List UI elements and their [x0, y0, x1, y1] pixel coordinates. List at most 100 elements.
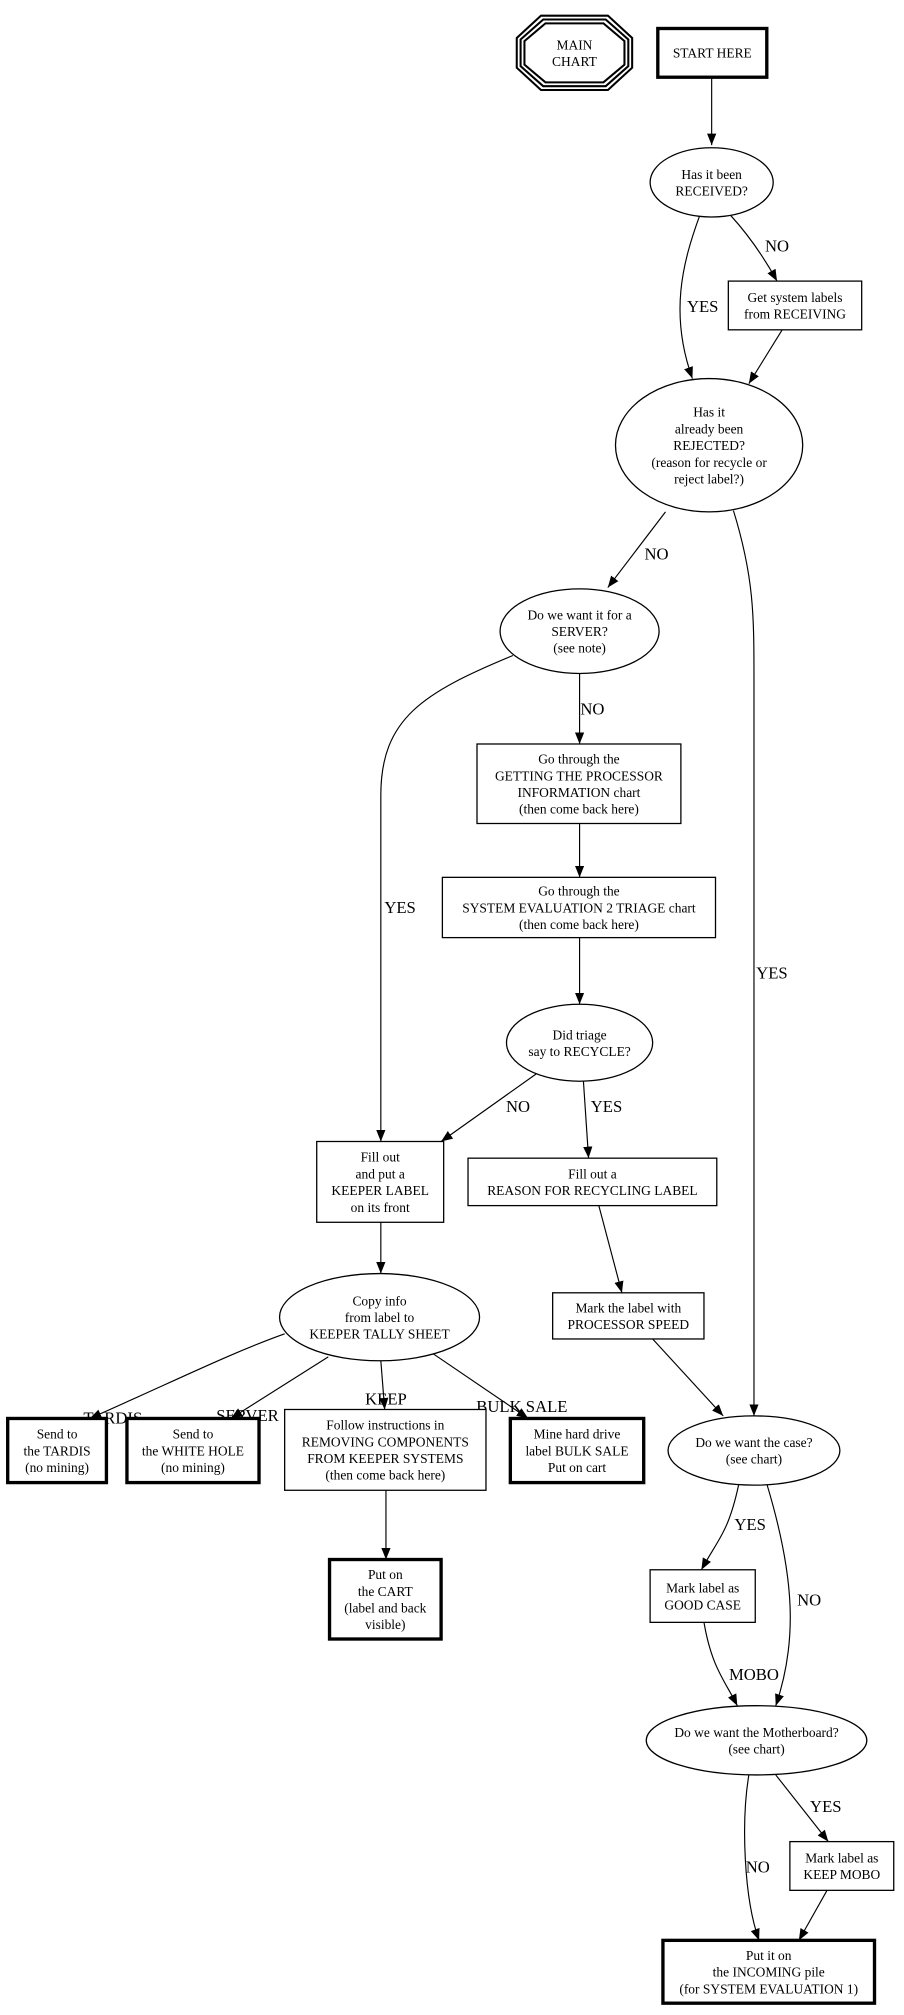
node-label-line: already been — [675, 421, 744, 436]
node-label-line: MAIN — [557, 37, 593, 52]
edge-arrow — [744, 1774, 760, 1941]
edge-arrow — [730, 215, 778, 282]
node-label-line: the WHITE HOLE — [142, 1443, 244, 1458]
node-main: MAIN CHART — [515, 14, 634, 92]
edge-arrow — [379, 1360, 389, 1410]
process-box — [727, 280, 863, 331]
edge-triage-to-recycling: YES — [582, 1081, 622, 1159]
edge-arrow — [89, 1333, 285, 1419]
edge-label: BULK SALE — [476, 1397, 567, 1416]
edge-label: NO — [644, 544, 668, 563]
decision-ellipse — [499, 588, 660, 675]
node-label-line: Follow instructions in — [326, 1418, 444, 1433]
node-label-line: from RECEIVING — [744, 307, 846, 322]
node-label-line: PROCESSOR SPEED — [568, 1317, 690, 1332]
node-label-line: Do we want the Motherboard? — [674, 1725, 838, 1740]
edge-arrow — [766, 1483, 791, 1706]
node-label-line: REMOVING COMPONENTS — [302, 1434, 469, 1449]
node-label-line: Put on cart — [548, 1460, 607, 1475]
node-label-line: (reason for recycle or — [651, 455, 767, 470]
edge-arrow — [748, 329, 783, 384]
terminal-box — [327, 1557, 443, 1641]
node-label-line: Mark label as — [666, 1581, 739, 1596]
node-label-line: Send to — [37, 1427, 78, 1442]
node-label-line: (no mining) — [161, 1460, 225, 1475]
decision-ellipse — [645, 1705, 868, 1776]
node-label-line: on its front — [351, 1200, 410, 1215]
node-label-line: KEEPER LABEL — [331, 1183, 429, 1198]
edge-mobo-to-incoming: NO — [744, 1774, 770, 1941]
edge-arrow — [700, 1485, 740, 1571]
edge-arrow — [440, 1071, 539, 1142]
edge-arrow — [607, 511, 666, 588]
node-label-line: SYSTEM EVALUATION 2 TRIAGE chart — [462, 900, 696, 915]
terminal-box — [661, 1938, 877, 2005]
node-label-line: Do we want the case? — [695, 1435, 812, 1450]
node-label-line: Fill out a — [568, 1166, 617, 1181]
node-label-line: (for SYSTEM EVALUATION 1) — [679, 1981, 858, 1996]
node-label-line: reject label?) — [674, 471, 744, 486]
edge-label: YES — [384, 898, 415, 917]
edge-arrow — [703, 1622, 738, 1706]
process-box — [316, 1140, 445, 1223]
node-label-line: (see note) — [553, 641, 606, 656]
node-label-line: (see chart) — [728, 1742, 784, 1757]
node-label-line: FROM KEEPER SYSTEMS — [307, 1451, 463, 1466]
process-box — [467, 1157, 718, 1207]
edge-arrow — [679, 214, 701, 379]
process-box — [552, 1292, 705, 1340]
node-label-line: Send to — [173, 1427, 214, 1442]
edge-goodcase-to-mobo: MOBO — [703, 1622, 779, 1706]
node-label-line: the TARDIS — [24, 1443, 91, 1458]
node-label-line: RECEIVED? — [675, 184, 748, 199]
decision-ellipse — [505, 1003, 654, 1082]
edge-label: YES — [756, 964, 787, 983]
edge-label: NO — [765, 237, 789, 256]
edge-server-to-getting: NO — [574, 673, 604, 744]
edge-label: NO — [746, 1857, 770, 1876]
edge-label: YES — [687, 297, 718, 316]
edge-arrow — [732, 510, 759, 1416]
node-label-line: the CART — [358, 1584, 413, 1599]
edge-case-to-goodcase: YES — [700, 1485, 766, 1571]
edge-label: NO — [506, 1097, 530, 1116]
terminal-box — [508, 1416, 646, 1485]
edge-getlabels-to-rejected — [748, 329, 783, 384]
edge-received-to-getlabels: NO — [730, 215, 789, 282]
node-mobo: Do we want the Motherboard? (see chart) — [645, 1705, 868, 1776]
node-label-line: (then come back here) — [325, 1468, 445, 1483]
node-label-line: INFORMATION chart — [517, 785, 640, 800]
edge-label: NO — [797, 1591, 821, 1610]
edge-received-to-rejected: YES — [679, 214, 718, 379]
edge-recycling-to-speed — [598, 1205, 624, 1293]
edge-arrow — [775, 1774, 829, 1842]
node-label-line: Copy info — [352, 1293, 406, 1308]
node-label-line: say to RECYCLE? — [528, 1044, 630, 1059]
edge-arrow — [598, 1205, 624, 1293]
octagon-border — [523, 22, 626, 84]
node-label-line: (see chart) — [726, 1452, 782, 1467]
node-label-line: Go through the — [538, 752, 619, 767]
edge-label: YES — [810, 1797, 841, 1816]
edge-rejected-to-case: YES — [732, 510, 788, 1416]
node-label-line: CHART — [552, 54, 597, 69]
node-label-line: label BULK SALE — [525, 1443, 628, 1458]
edge-server-to-keeper: YES — [376, 654, 514, 1142]
decision-ellipse — [278, 1272, 481, 1362]
node-label-line: and put a — [356, 1166, 405, 1181]
node-label-line: GETTING THE PROCESSOR — [495, 768, 663, 783]
edge-triage-to-keeper: NO — [440, 1071, 539, 1142]
